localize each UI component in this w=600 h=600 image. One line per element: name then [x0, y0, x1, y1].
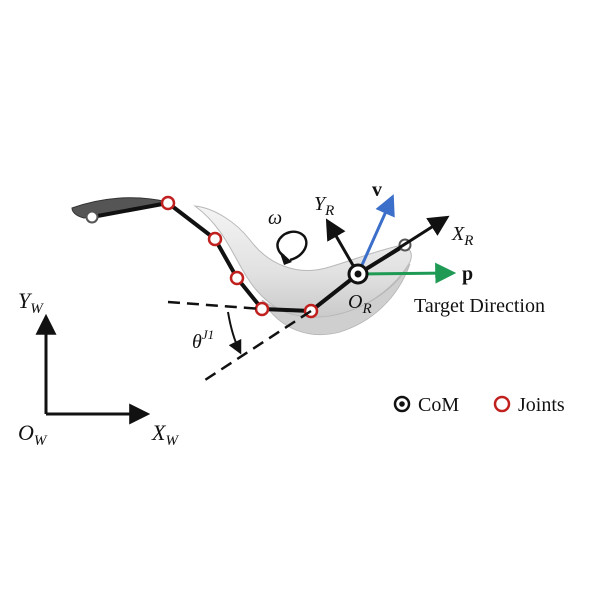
legend: CoM Joints [393, 394, 565, 416]
legend-joint-icon [493, 395, 511, 413]
target-direction-label: Target Direction [414, 295, 545, 317]
angular-velocity-arc [276, 230, 308, 262]
fish-body [193, 205, 412, 320]
joint-1 [160, 195, 176, 211]
angle-label: θJ1 [192, 327, 214, 353]
angular-velocity-arrowhead [279, 250, 292, 265]
legend-joints-label: Joints [518, 394, 565, 416]
target-direction-arrow [357, 262, 457, 284]
velocity-label: v [372, 179, 382, 201]
angle-joint-dashed-line [204, 309, 312, 382]
robot-x-label: XR [451, 223, 473, 249]
robot-x-axis-arrow [357, 215, 450, 276]
legend-com-icon-center [399, 401, 405, 407]
robot-origin-label: OR [348, 291, 372, 317]
angle-arc [227, 311, 242, 355]
angular-velocity-label: ω [268, 207, 282, 229]
legend-com-label: CoM [418, 394, 459, 416]
angle-reference-dashed-line [167, 300, 263, 311]
world-origin-label: OW [18, 420, 48, 449]
world-x-label: XW [151, 420, 179, 449]
com-marker-center [354, 270, 362, 278]
velocity-vector-arrow [356, 194, 395, 275]
joint-2 [207, 231, 223, 247]
joint-4 [254, 301, 270, 317]
target-vector-label: p [462, 263, 473, 285]
tail-tip-endpoint [85, 210, 99, 224]
robot-y-label: YR [314, 193, 334, 219]
world-y-label: YW [18, 288, 44, 317]
joint-3 [229, 270, 245, 286]
